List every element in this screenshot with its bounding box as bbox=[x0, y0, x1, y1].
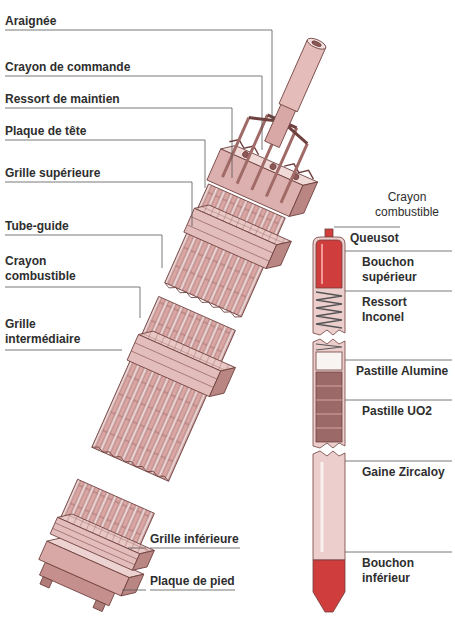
bottom-plug bbox=[313, 560, 345, 612]
bottom-grid bbox=[50, 517, 140, 570]
part-label: Queusot bbox=[350, 231, 450, 246]
part-label: Pastille Alumine bbox=[356, 364, 453, 379]
part-label: Grille supérieure bbox=[5, 166, 185, 181]
cladding bbox=[313, 451, 345, 560]
part-label: Grille inférieure bbox=[150, 532, 300, 547]
part-label: Crayon combustible bbox=[5, 254, 85, 284]
upper-grid bbox=[184, 208, 277, 268]
drive-shaft bbox=[279, 40, 326, 112]
part-label: Gaine Zircaloy bbox=[362, 465, 452, 480]
part-label: Bouchon supérieur bbox=[362, 255, 452, 285]
leader-lines-right bbox=[334, 227, 452, 552]
part-label: Araignée bbox=[5, 14, 245, 29]
part-label: Ressort Inconel bbox=[362, 295, 452, 325]
part-label: Grille intermédiaire bbox=[5, 317, 90, 347]
part-label: Plaque de pied bbox=[150, 574, 300, 589]
part-label: Pastille UO2 bbox=[362, 404, 452, 419]
top-plug bbox=[316, 240, 342, 288]
uo2-pellets bbox=[316, 372, 342, 442]
part-label: Ressort de maintien bbox=[5, 92, 225, 107]
part-label: Crayon combustible bbox=[362, 190, 452, 220]
fuel-assembly bbox=[30, 22, 370, 618]
spring bbox=[316, 292, 342, 328]
mid-grid bbox=[127, 335, 221, 397]
alumina-pellet bbox=[316, 352, 342, 370]
leader-lines bbox=[5, 30, 272, 590]
part-label: Bouchon inférieur bbox=[362, 556, 452, 586]
part-label: Tube-guide bbox=[5, 219, 155, 234]
fuel-rod bbox=[313, 229, 345, 612]
part-label: Crayon de commande bbox=[5, 60, 245, 75]
part-label: Plaque de tête bbox=[5, 124, 195, 139]
